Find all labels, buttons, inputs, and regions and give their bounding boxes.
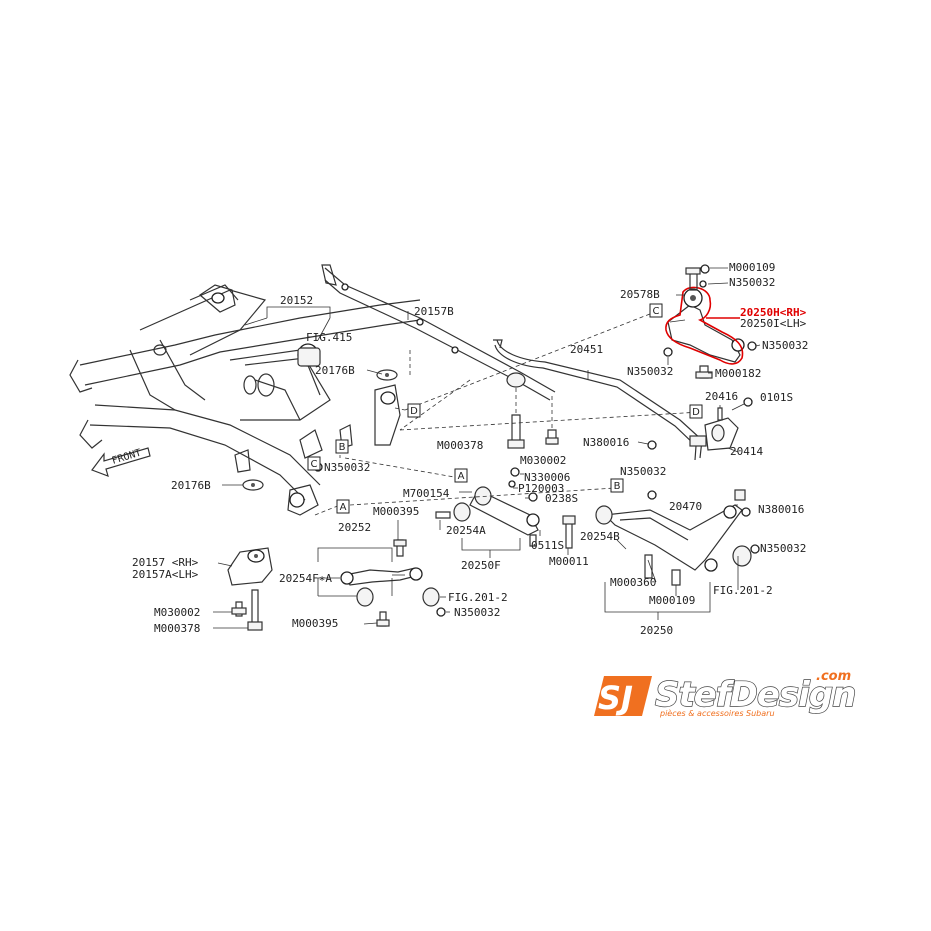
lower-arm-20250 bbox=[595, 489, 760, 620]
label-20176b-top: 20176B bbox=[315, 364, 355, 377]
label-fig415[interactable]: FIG.415 bbox=[306, 331, 352, 344]
logo-tagline: pièces & accessoires Subaru bbox=[659, 708, 775, 718]
label-20254f-a: 20254F∗A bbox=[279, 572, 332, 585]
label-fig201-2-left[interactable]: FIG.201-2 bbox=[448, 591, 508, 604]
callout-c-left[interactable]: C bbox=[307, 456, 321, 471]
svg-text:B: B bbox=[614, 481, 621, 492]
label-n330006: N330006 bbox=[524, 471, 570, 484]
label-20157b: 20157B bbox=[414, 305, 454, 318]
svg-text:D: D bbox=[410, 406, 418, 417]
label-20416: 20416 bbox=[705, 390, 738, 403]
label-20250h-rh[interactable]: 20250H<RH> bbox=[740, 306, 807, 319]
svg-text:B: B bbox=[339, 442, 346, 453]
callout-connectors bbox=[344, 309, 701, 506]
label-20152: 20152 bbox=[280, 294, 313, 307]
label-m000011: M00011 bbox=[549, 555, 589, 568]
label-20250: 20250 bbox=[640, 624, 673, 637]
callout-boxes: A B C D A B C D bbox=[307, 303, 703, 514]
callout-b-mid[interactable]: B bbox=[610, 478, 624, 493]
logo-com: .com bbox=[816, 669, 851, 684]
label-20470: 20470 bbox=[669, 500, 702, 513]
callout-b-left[interactable]: B bbox=[335, 439, 349, 454]
label-m000378-mid: M000378 bbox=[437, 439, 483, 452]
label-20451: 20451 bbox=[570, 343, 603, 356]
logo-wordmark: StefDesign bbox=[655, 675, 855, 715]
label-n380016-right: N380016 bbox=[758, 503, 804, 516]
label-20157-rh: 20157 <RH> bbox=[132, 556, 199, 569]
label-m000109-bottom: M000109 bbox=[649, 594, 695, 607]
stabilizer-bar-20451 bbox=[493, 339, 707, 461]
label-fig201-2-right[interactable]: FIG.201-2 bbox=[713, 584, 773, 597]
mount-bracket bbox=[213, 547, 273, 631]
label-m000360: M000360 bbox=[610, 576, 656, 589]
svg-text:C: C bbox=[311, 459, 318, 470]
lateral-link-20250f bbox=[435, 467, 576, 558]
part-labels: 20152 FIG.415 20157B 20176B 20176B N3500… bbox=[132, 261, 808, 637]
label-20578b: 20578B bbox=[620, 288, 660, 301]
callout-d-right[interactable]: D bbox=[689, 404, 703, 419]
label-n350032-bottom: N350032 bbox=[454, 606, 500, 619]
callout-c-right[interactable]: C bbox=[649, 303, 663, 318]
svg-text:A: A bbox=[458, 471, 465, 482]
label-20176b-left: 20176B bbox=[171, 479, 211, 492]
label-n350032-arm-left: N350032 bbox=[627, 365, 673, 378]
label-m030002-mid: M030002 bbox=[520, 454, 566, 467]
label-n350032-top: N350032 bbox=[729, 276, 775, 289]
bracket-20414 bbox=[704, 397, 753, 453]
label-n350032-mid: N350032 bbox=[620, 465, 666, 478]
sj-badge-text: SJ bbox=[598, 679, 633, 717]
upper-arm-20250h bbox=[663, 264, 761, 379]
label-0238s: 0238S bbox=[545, 492, 578, 505]
label-20157a-lh: 20157A<LH> bbox=[132, 568, 199, 581]
front-arrow: FRONT bbox=[91, 447, 151, 477]
label-m000378-left: M000378 bbox=[154, 622, 200, 635]
label-n380016-left: N380016 bbox=[583, 436, 629, 449]
svg-text:D: D bbox=[692, 407, 700, 418]
label-20250f: 20250F bbox=[461, 559, 501, 572]
label-n350032-center: N350032 bbox=[324, 461, 370, 474]
svg-text:C: C bbox=[653, 306, 660, 317]
label-n350032-arm: N350032 bbox=[762, 339, 808, 352]
label-m000395-top: M000395 bbox=[373, 505, 419, 518]
label-m000182: M000182 bbox=[715, 367, 761, 380]
label-20250i-lh: 20250I<LH> bbox=[740, 317, 807, 330]
crossmember-20157b bbox=[321, 264, 559, 449]
callout-d-left[interactable]: D bbox=[407, 403, 421, 418]
label-20252: 20252 bbox=[338, 521, 371, 534]
label-n350032-right-low: N350032 bbox=[760, 542, 806, 555]
label-0101s: 0101S bbox=[760, 391, 793, 404]
label-20414: 20414 bbox=[730, 445, 763, 458]
label-m000109-top: M000109 bbox=[729, 261, 775, 274]
stefdesign-logo: SJ StefDesign .com pièces & accessoires … bbox=[594, 669, 857, 718]
lateral-link-20252 bbox=[317, 520, 450, 627]
svg-text:A: A bbox=[340, 502, 347, 513]
label-m700154: M700154 bbox=[403, 487, 450, 500]
label-0511s: 0511S bbox=[531, 539, 564, 552]
callout-a-mid[interactable]: A bbox=[454, 468, 468, 483]
sj-badge bbox=[594, 676, 652, 716]
front-label: FRONT bbox=[111, 448, 143, 467]
rear-subframe bbox=[69, 284, 421, 516]
label-20254b: 20254B bbox=[580, 530, 620, 543]
label-20254a: 20254A bbox=[446, 524, 486, 537]
label-m000395-bottom: M000395 bbox=[292, 617, 338, 630]
callout-a-left[interactable]: A bbox=[336, 499, 350, 514]
label-m030002-left: M030002 bbox=[154, 606, 200, 619]
label-p120003: P120003 bbox=[518, 482, 564, 495]
